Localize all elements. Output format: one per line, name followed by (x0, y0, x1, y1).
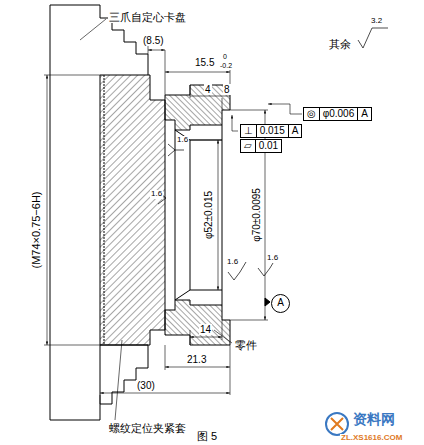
dimension: 14 (199, 324, 212, 335)
flatness-frame: ▱0.01 (240, 139, 282, 153)
coaxiality-frame: ◎φ0.006A (303, 107, 372, 121)
watermark-logo (331, 418, 343, 430)
m74-extension (44, 75, 100, 345)
frame-cell: 0.015 (256, 125, 288, 137)
roughness-value: 1.6 (150, 190, 163, 199)
extension-lines (100, 40, 268, 404)
roughness-value: 1.6 (176, 136, 189, 145)
frame-cell: A (357, 108, 371, 120)
dimension: φ70±0.0095 (251, 187, 262, 243)
frame-cell: ▱ (241, 140, 255, 152)
part-name: 螺纹定位夹紧套 (108, 422, 187, 434)
tolerance: 0 (222, 53, 228, 61)
watermark: 资料网 (352, 412, 396, 427)
thread-dimension: (M74×0.75−6H) (30, 190, 42, 269)
roughness-value: 3.2 (370, 17, 383, 26)
roughness-value: 1.6 (266, 254, 279, 263)
chuck-outline (50, 5, 100, 420)
dim-m74 (47, 75, 48, 345)
dimension: 21.3 (186, 354, 207, 365)
dimension: (8.5) (142, 35, 165, 46)
sleeve-thread-line (104, 75, 105, 345)
part-upper-section (165, 85, 230, 130)
chuck-leader (80, 19, 106, 40)
threaded-sleeve (100, 75, 165, 345)
frame-cell: A (288, 125, 302, 137)
dim-14 (190, 337, 222, 338)
part-leader (214, 330, 232, 343)
datum-triangle (265, 298, 270, 306)
part-lower-section (165, 300, 230, 345)
dim-30 (100, 393, 230, 394)
dim-4-8 (190, 96, 230, 97)
figure-caption: 图 5 (196, 430, 218, 442)
part-name: 三爪自定心卡盘 (108, 11, 187, 23)
part-name: 零件 (234, 339, 258, 351)
sleeve-leader (115, 340, 122, 420)
perpendicularity-frame: ⊥0.015A (240, 124, 302, 138)
note: 其余 (328, 38, 352, 50)
dimension: φ52±0.015 (203, 190, 214, 240)
watermark-logo (326, 413, 348, 435)
part-bore (175, 125, 222, 305)
frame-cell: φ0.006 (319, 108, 358, 120)
dimension: (30) (136, 380, 156, 391)
roughness-value: 1.6 (226, 258, 239, 267)
watermark: ZL.XS1616.COM (340, 434, 403, 443)
roughness-symbol (358, 28, 388, 48)
dimension: 4 (204, 84, 212, 95)
frame-cell: 0.01 (255, 140, 281, 152)
dimension: 15.5 (194, 57, 215, 68)
dim-8-5 (148, 50, 165, 51)
dim-15-5 (165, 72, 230, 73)
frame-cell: ⊥ (241, 125, 256, 137)
frame-cell: A (277, 297, 284, 309)
tolerance: -0.2 (219, 62, 233, 70)
dimension: 8 (223, 84, 231, 95)
perpendicularity-leader (232, 115, 238, 131)
coaxiality-leader (268, 104, 302, 114)
dim-21-3 (165, 367, 230, 368)
frame-cell: ◎ (304, 108, 319, 120)
roughness-symbol (168, 144, 184, 156)
dim-phi52 (218, 140, 219, 290)
datum-symbol: A (271, 294, 290, 313)
